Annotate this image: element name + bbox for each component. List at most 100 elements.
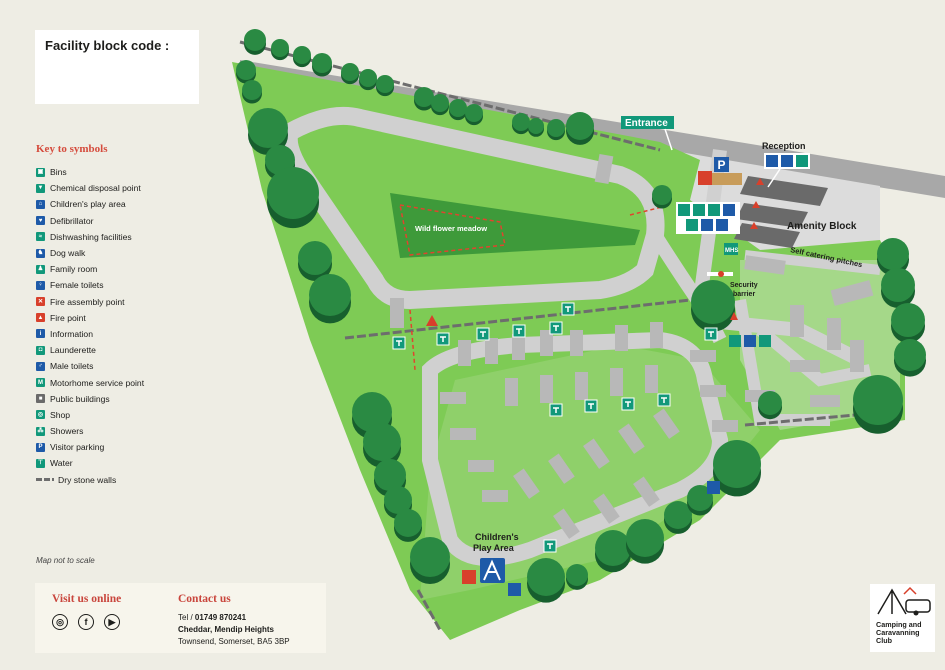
motorhome-service-sign[interactable] bbox=[724, 243, 738, 255]
information-sign[interactable] bbox=[781, 155, 793, 167]
map-signs bbox=[392, 302, 718, 553]
tree bbox=[566, 564, 588, 586]
contact-title: Contact us bbox=[178, 593, 231, 605]
tree bbox=[465, 104, 483, 122]
key-item-label: Public buildings bbox=[50, 393, 110, 404]
tent-caravan-icon bbox=[877, 586, 931, 616]
visitor-parking-letter: P bbox=[718, 158, 726, 172]
tree bbox=[449, 99, 467, 117]
contact-address-2: Townsend, Somerset, BA5 3BP bbox=[178, 637, 290, 646]
key-item-label: Dog walk bbox=[50, 248, 86, 259]
amenity-info-sign[interactable] bbox=[723, 204, 735, 216]
shop-sign[interactable] bbox=[796, 155, 808, 167]
key-item: ✕Fire assembly point bbox=[36, 294, 236, 310]
club-logo: Camping and Caravanning Club bbox=[870, 584, 935, 652]
tree bbox=[595, 530, 631, 566]
key-item-label: Information bbox=[50, 328, 93, 339]
key-item-label: Defibrillator bbox=[50, 215, 94, 226]
key-item: P Visitor parking bbox=[36, 439, 236, 455]
tree bbox=[652, 185, 672, 205]
tree bbox=[547, 119, 565, 137]
block2-chemical-sign[interactable] bbox=[729, 335, 741, 347]
female-toilet-icon: ♀ bbox=[36, 280, 45, 290]
logo-line-2: Caravanning bbox=[876, 628, 920, 637]
visitor-parking-sign[interactable] bbox=[714, 157, 729, 172]
amenity-bins-sign[interactable] bbox=[678, 204, 690, 216]
key-item: i Information bbox=[36, 326, 236, 342]
reception-pitch bbox=[712, 173, 742, 185]
dog-walk-sign-play[interactable] bbox=[508, 583, 521, 596]
tree bbox=[527, 558, 565, 596]
fire-assembly-sign-play[interactable] bbox=[462, 570, 476, 584]
key-item: ♥Defibrillator bbox=[36, 213, 236, 229]
block2-shower-sign[interactable] bbox=[759, 335, 771, 347]
water-tap-icon: ⊤ bbox=[36, 458, 45, 468]
tree bbox=[236, 60, 256, 80]
amenity-launderette-sign[interactable] bbox=[708, 204, 720, 216]
visit-us-title: Visit us online bbox=[52, 593, 122, 605]
tree bbox=[265, 145, 295, 175]
water-tap-icon bbox=[553, 407, 559, 413]
key-item-label: Showers bbox=[50, 426, 84, 437]
dog-walk-icon: ♞ bbox=[36, 248, 45, 258]
key-title: Key to symbols bbox=[36, 143, 108, 155]
tree bbox=[359, 69, 377, 87]
logo-line-1: Camping and bbox=[876, 620, 922, 629]
water-tap-icon bbox=[661, 397, 667, 403]
key-item: ■Public buildings bbox=[36, 391, 236, 407]
water-tap-icon bbox=[553, 325, 559, 331]
shower-icon: ⁂ bbox=[36, 426, 45, 436]
key-item: ⊤Water bbox=[36, 455, 236, 471]
play-area-icon: ⌂ bbox=[36, 199, 45, 209]
water-tap-icon bbox=[440, 336, 446, 342]
chemical-disposal-icon: ▼ bbox=[36, 183, 45, 193]
facebook-icon[interactable]: f bbox=[78, 614, 94, 630]
instagram-icon[interactable]: ◎ bbox=[52, 614, 68, 630]
tree bbox=[626, 519, 664, 557]
tree bbox=[881, 268, 915, 302]
key-item-label: Shop bbox=[50, 409, 71, 420]
tree bbox=[853, 375, 903, 425]
youtube-icon[interactable]: ▶ bbox=[104, 614, 120, 630]
footpaths bbox=[399, 204, 671, 371]
security-barrier-label-2: barrier bbox=[733, 291, 755, 298]
play-area-label-1: Children's bbox=[475, 532, 519, 542]
fire-assembly-sign-north bbox=[698, 171, 712, 185]
launderette-icon: ◘ bbox=[36, 345, 45, 355]
tree bbox=[374, 459, 406, 491]
amenity-dishwash-sign[interactable] bbox=[693, 204, 705, 216]
reception-pointer bbox=[767, 168, 781, 188]
tree bbox=[687, 485, 713, 511]
block2-male-sign[interactable] bbox=[744, 335, 756, 347]
amenity-family-sign[interactable] bbox=[686, 219, 698, 231]
dog-walk-sign-east[interactable] bbox=[707, 481, 720, 494]
key-item: ⌂Children's play area bbox=[36, 196, 236, 212]
amenity-male-sign[interactable] bbox=[716, 219, 728, 231]
shop-icon: ◎ bbox=[36, 410, 45, 420]
key-item-label: Dishwashing facilities bbox=[50, 231, 132, 242]
amenity-female-sign[interactable] bbox=[701, 219, 713, 231]
facility-block-code-box: Facility block code : bbox=[35, 30, 199, 104]
fire-point-sign-west[interactable] bbox=[426, 315, 438, 326]
tree bbox=[242, 80, 262, 100]
facility-block-code-title: Facility block code : bbox=[45, 38, 170, 53]
key-item-label: Motorhome service point bbox=[50, 377, 145, 388]
key-item: ♂Male toilets bbox=[36, 358, 236, 374]
play-area-label-2: Play Area bbox=[473, 543, 515, 553]
water-tap-icon bbox=[625, 401, 631, 407]
defibrillator-sign[interactable] bbox=[766, 155, 778, 167]
tree bbox=[891, 303, 925, 337]
fire-point-sign-east[interactable] bbox=[730, 312, 738, 320]
security-barrier-light bbox=[718, 271, 724, 277]
contact-tel: Tel / 01749 870241 bbox=[178, 613, 246, 622]
information-icon: i bbox=[36, 329, 45, 339]
parking-icon: P bbox=[36, 442, 45, 452]
water-tap-icon bbox=[708, 331, 714, 337]
key-item-label: Family room bbox=[50, 264, 98, 275]
water-tap-icon bbox=[516, 328, 522, 334]
key-item-label: Visitor parking bbox=[50, 442, 105, 453]
building-fire-marks bbox=[750, 178, 764, 229]
key-item-label: Female toilets bbox=[50, 280, 104, 291]
tree bbox=[341, 63, 359, 81]
key-item: ≈Dishwashing facilities bbox=[36, 229, 236, 245]
